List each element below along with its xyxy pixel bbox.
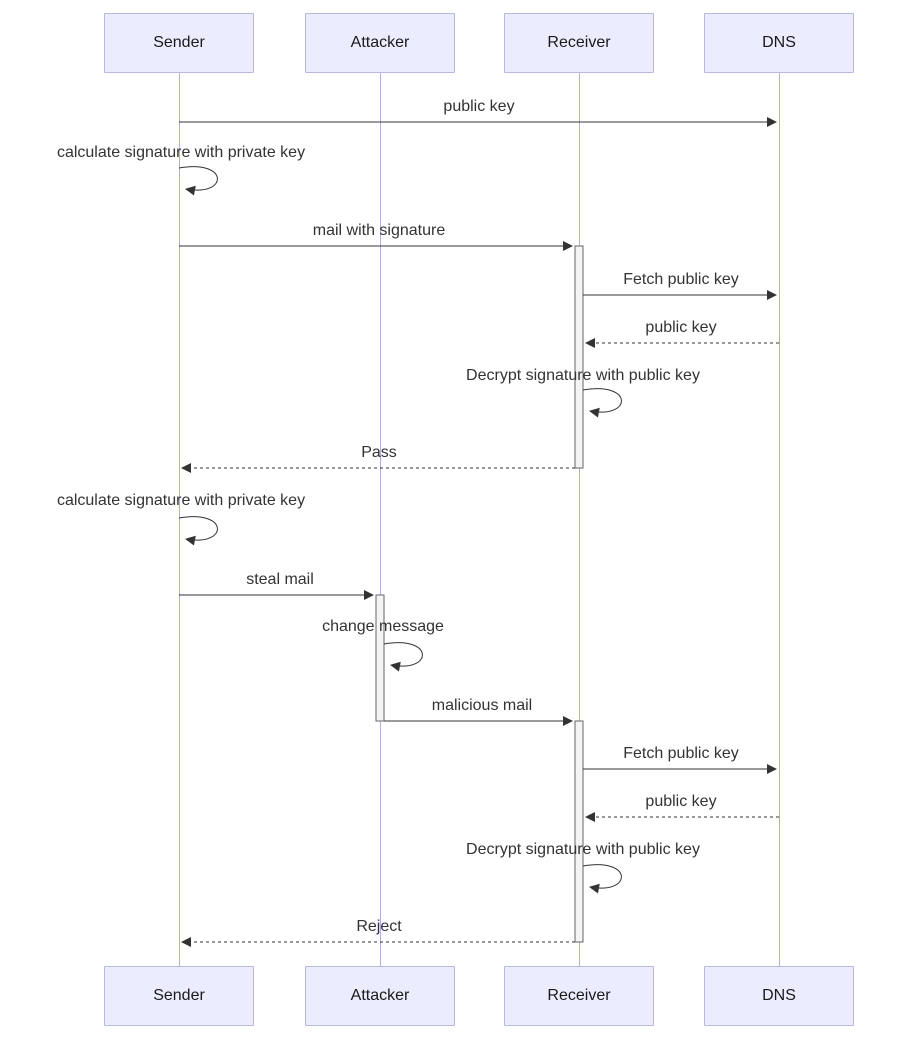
actor-box-receiver-top: Receiver bbox=[504, 13, 654, 73]
actor-box-dns-top: DNS bbox=[704, 13, 854, 73]
actor-box-attacker-top: Attacker bbox=[305, 13, 455, 73]
message-label: mail with signature bbox=[312, 222, 446, 239]
lifelines bbox=[179, 73, 780, 966]
message-label: Decrypt signature with public key bbox=[466, 367, 700, 384]
actor-box-receiver-bottom: Receiver bbox=[504, 966, 654, 1026]
message-label: calculate signature with private key bbox=[56, 144, 306, 161]
self-loop-calc-signature-1 bbox=[178, 166, 218, 196]
message-arrows bbox=[178, 117, 779, 947]
message-label: calculate signature with private key bbox=[56, 492, 306, 509]
self-loop-change-message bbox=[383, 642, 423, 672]
actor-box-sender-top: Sender bbox=[104, 13, 254, 73]
self-loop-decrypt-2 bbox=[582, 864, 622, 894]
message-label: change message bbox=[322, 618, 444, 635]
actor-box-attacker-bottom: Attacker bbox=[305, 966, 455, 1026]
activation-receiver-2 bbox=[574, 720, 584, 943]
actor-box-sender-bottom: Sender bbox=[104, 966, 254, 1026]
activation-attacker bbox=[375, 594, 385, 722]
message-label: Fetch public key bbox=[623, 745, 739, 762]
self-loop-calc-signature-2 bbox=[178, 516, 218, 546]
message-label: public key bbox=[645, 793, 717, 810]
message-label: Decrypt signature with public key bbox=[466, 841, 700, 858]
message-label: steal mail bbox=[246, 571, 314, 588]
message-label: Fetch public key bbox=[623, 271, 739, 288]
message-label: malicious mail bbox=[431, 697, 533, 714]
message-label: public key bbox=[645, 319, 717, 336]
actor-box-dns-bottom: DNS bbox=[704, 966, 854, 1026]
activation-receiver-1 bbox=[574, 245, 584, 469]
activations bbox=[375, 245, 584, 943]
self-loop-decrypt-1 bbox=[582, 388, 622, 418]
message-label: Reject bbox=[356, 918, 402, 935]
message-label: public key bbox=[443, 98, 515, 115]
message-label: Pass bbox=[361, 444, 397, 461]
